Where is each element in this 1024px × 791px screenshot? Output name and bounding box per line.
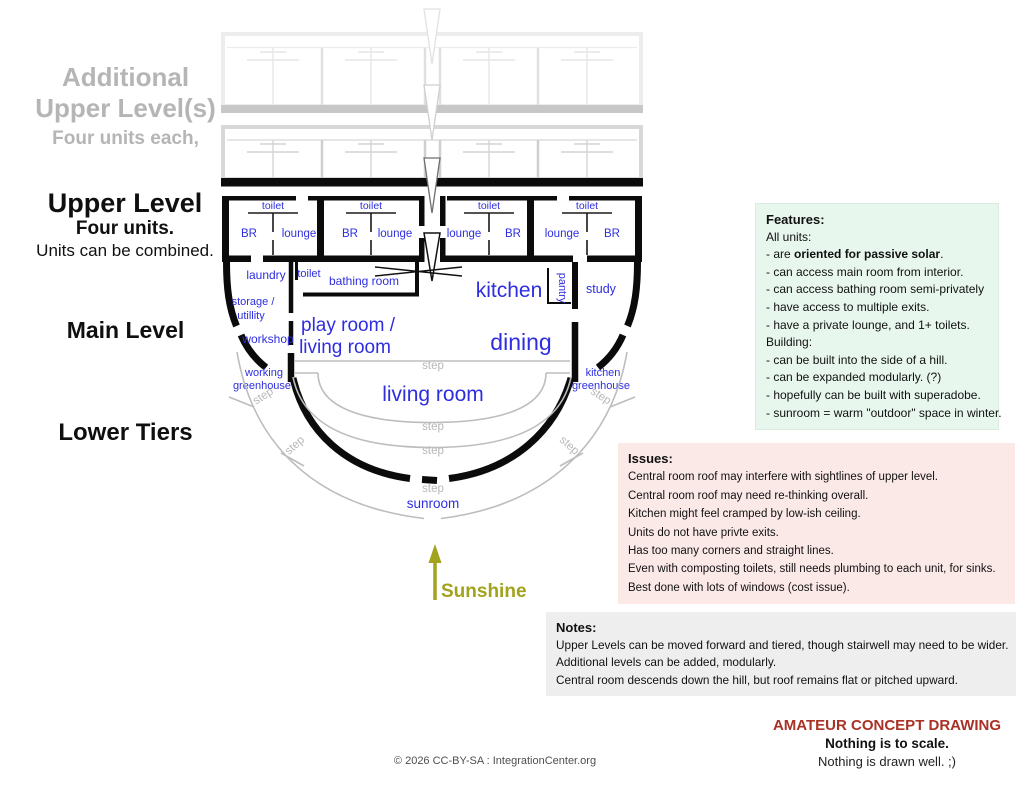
issues-box: Issues: Central room roof may interfere … [618,443,1015,605]
workshop-label: workshop [241,332,294,346]
issues-line: Has too many corners and straight lines. [628,545,834,558]
main-level-title: Main Level [66,317,185,343]
stair-arrow-main [423,232,441,282]
living-room-label: living room [382,383,484,406]
notes-line: Upper Levels can be moved forward and ti… [556,637,1009,652]
features-line: - have access to multiple exits. [766,299,930,314]
study-label: study [586,282,617,296]
lower-tiers-title: Lower Tiers [58,419,193,446]
additional-upper-levels-title: Additional Upper Level(s) [35,62,216,123]
features-line: - can access bathing room semi-privately [766,282,985,297]
additional-upper-levels-subtitle: Four units each, [52,128,199,149]
upper-level-walls [222,196,642,262]
laundry-label: laundry [246,268,285,282]
sunroom-label: sunroom [407,496,460,511]
step-label-3: step [422,445,444,457]
disclaimer-drawn-note: Nothing is drawn well. ;) [818,754,956,769]
unit1-lounge-label: lounge [282,228,317,240]
features-line: - have a private lounge, and 1+ toilets. [766,317,970,332]
pantry-label: pantry [556,273,568,304]
playroom-label-line1: play room / [301,315,396,336]
storage-label-line1: storage / [232,296,276,308]
stair-arrow-faint-mid [423,84,441,141]
sunshine-label: Sunshine [441,581,527,602]
step-label-2: step [422,421,444,433]
unit3-lounge-label: lounge [447,228,482,240]
features-line: - sunroom = warm "outdoor" space in wint… [766,405,1002,420]
unit1-toilet-label: toilet [262,200,284,212]
features-line: - can be built into the side of a hill. [766,352,948,367]
notes-title: Notes: [556,620,597,635]
unit2-toilet-label: toilet [360,200,382,212]
upper-level-title: Upper Level [47,188,203,218]
unit4-toilet-label: toilet [576,200,598,212]
issues-title: Issues: [628,451,673,466]
issues-line: Central room roof may need re-thinking o… [628,489,869,502]
unit2-lounge-label: lounge [378,228,413,240]
issues-line: Kitchen might feel cramped by low-ish ce… [628,508,861,521]
unit3-br-label: BR [505,228,521,240]
bathing-room-label: bathing room [329,274,399,288]
disclaimer-scale-note: Nothing is to scale. [825,736,949,751]
stair-arrow-upper [423,157,441,214]
step-label-1: step [422,360,444,372]
toilet-label: toilet [297,268,320,280]
upper-level-units: toilet BR lounge toilet BR lounge toilet… [222,196,642,262]
stair-arrow-faint-top [423,8,441,65]
unit1-br-label: BR [241,228,257,240]
sunroom-outer-arc-right [440,351,628,520]
kitchen-greenhouse-label-line2: greenhouse [572,380,630,392]
stairwell-arrows [374,8,463,282]
unit3-toilet-label: toilet [478,200,500,212]
working-greenhouse-label-line1: working [244,367,283,379]
sunshine-indicator: Sunshine [428,544,527,602]
step-label-left-2: step [283,434,307,457]
disclaimer-title: AMATEUR CONCEPT DRAWING [772,717,1002,734]
kitchen-label: kitchen [476,279,543,302]
features-line: - hopefully can be built with superadobe… [766,387,981,402]
main-level: laundry toilet bathing room storage / ut… [223,261,641,484]
upper-level-note: Units can be combined. [36,241,214,260]
unit4-lounge-label: lounge [545,228,580,240]
notes-line: Additional levels can be added, modularl… [556,655,777,669]
step-arcs [228,351,636,520]
dining-label: dining [490,329,551,355]
features-box: Features: All units: - are oriented for … [755,203,1002,431]
notes-line: Central room descends down the hill, but… [556,672,958,687]
sunshine-arrow-head [428,544,442,563]
features-line: - can access main room from interior. [766,264,964,279]
issues-line: Best done with lots of windows (cost iss… [628,581,850,594]
unit-interior-walls [248,212,612,255]
features-building-label: Building: [766,335,813,350]
playroom-label-line2: living room [299,337,391,358]
issues-line: Even with composting toilets, still need… [628,563,996,576]
upper-level-subtitle: Four units. [75,218,175,239]
issues-line: Central room roof may interfere with sig… [628,471,939,484]
storage-label-line2: utillity [237,310,265,322]
copyright-notice: © 2026 CC-BY-SA : IntegrationCenter.org [393,755,597,767]
features-title: Features: [766,212,825,227]
unit4-br-label: BR [604,228,620,240]
features-all-units: All units: [766,229,812,244]
issues-line: Units do not have privte exits. [628,526,779,539]
notes-box: Notes: Upper Levels can be moved forward… [546,612,1016,696]
sunroom-outer-arc-left [236,351,425,520]
step-label-4: step [422,483,444,495]
features-line-solar: - are oriented for passive solar. [766,247,944,262]
kitchen-greenhouse-label-line1: kitchen [586,367,621,379]
unit2-br-label: BR [342,228,358,240]
disclaimer-block: AMATEUR CONCEPT DRAWING Nothing is to sc… [757,716,1017,770]
working-greenhouse-label-line2: greenhouse [233,380,291,392]
features-line: - can be expanded modularly. (?) [766,370,942,385]
